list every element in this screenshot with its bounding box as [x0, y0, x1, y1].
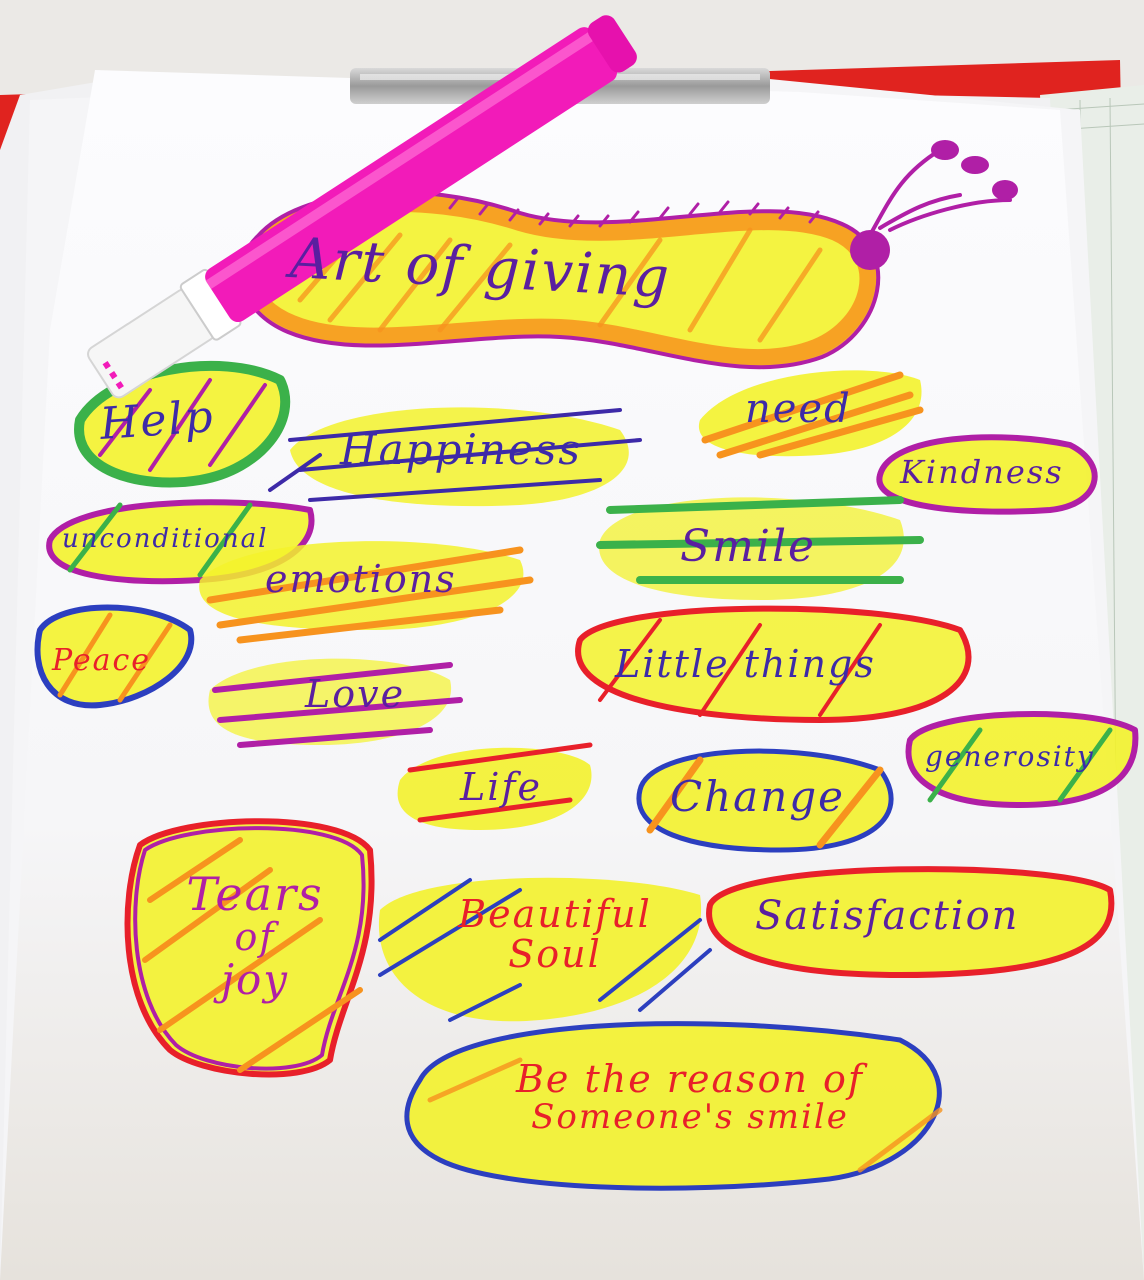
- word-kindness: Kindness: [900, 453, 1064, 491]
- purple-flower-doodle: [850, 140, 1018, 270]
- word-little-things: Little things: [615, 642, 876, 686]
- word-generosity: generosity: [925, 740, 1095, 773]
- word-emotions: emotions: [265, 557, 457, 601]
- word-joy: joy: [220, 955, 290, 1005]
- word-soul: Soul: [508, 931, 602, 976]
- word-of: of: [234, 915, 276, 960]
- word-satisfaction: Satisfaction: [755, 893, 1020, 939]
- word-change: Change: [670, 772, 846, 821]
- reason-group: Be the reason of Someone's smile: [460, 1057, 920, 1137]
- beautiful-soul-group: Beautiful Soul: [430, 892, 680, 976]
- word-smile: Smile: [680, 521, 817, 572]
- word-peace: Peace: [52, 643, 152, 678]
- word-life: Life: [460, 765, 542, 809]
- word-someones-smile: Someone's smile: [531, 1096, 849, 1137]
- word-need: need: [745, 386, 852, 432]
- word-love: Love: [305, 672, 406, 716]
- word-be-the-reason: Be the reason of: [516, 1057, 864, 1101]
- word-tears: Tears: [186, 867, 324, 921]
- tears-of-joy-group: Tears of joy: [165, 870, 345, 1002]
- word-unconditional: unconditional: [62, 524, 269, 554]
- word-happiness: Happiness: [340, 425, 582, 474]
- word-help: Help: [98, 391, 217, 450]
- word-beautiful: Beautiful: [458, 892, 652, 936]
